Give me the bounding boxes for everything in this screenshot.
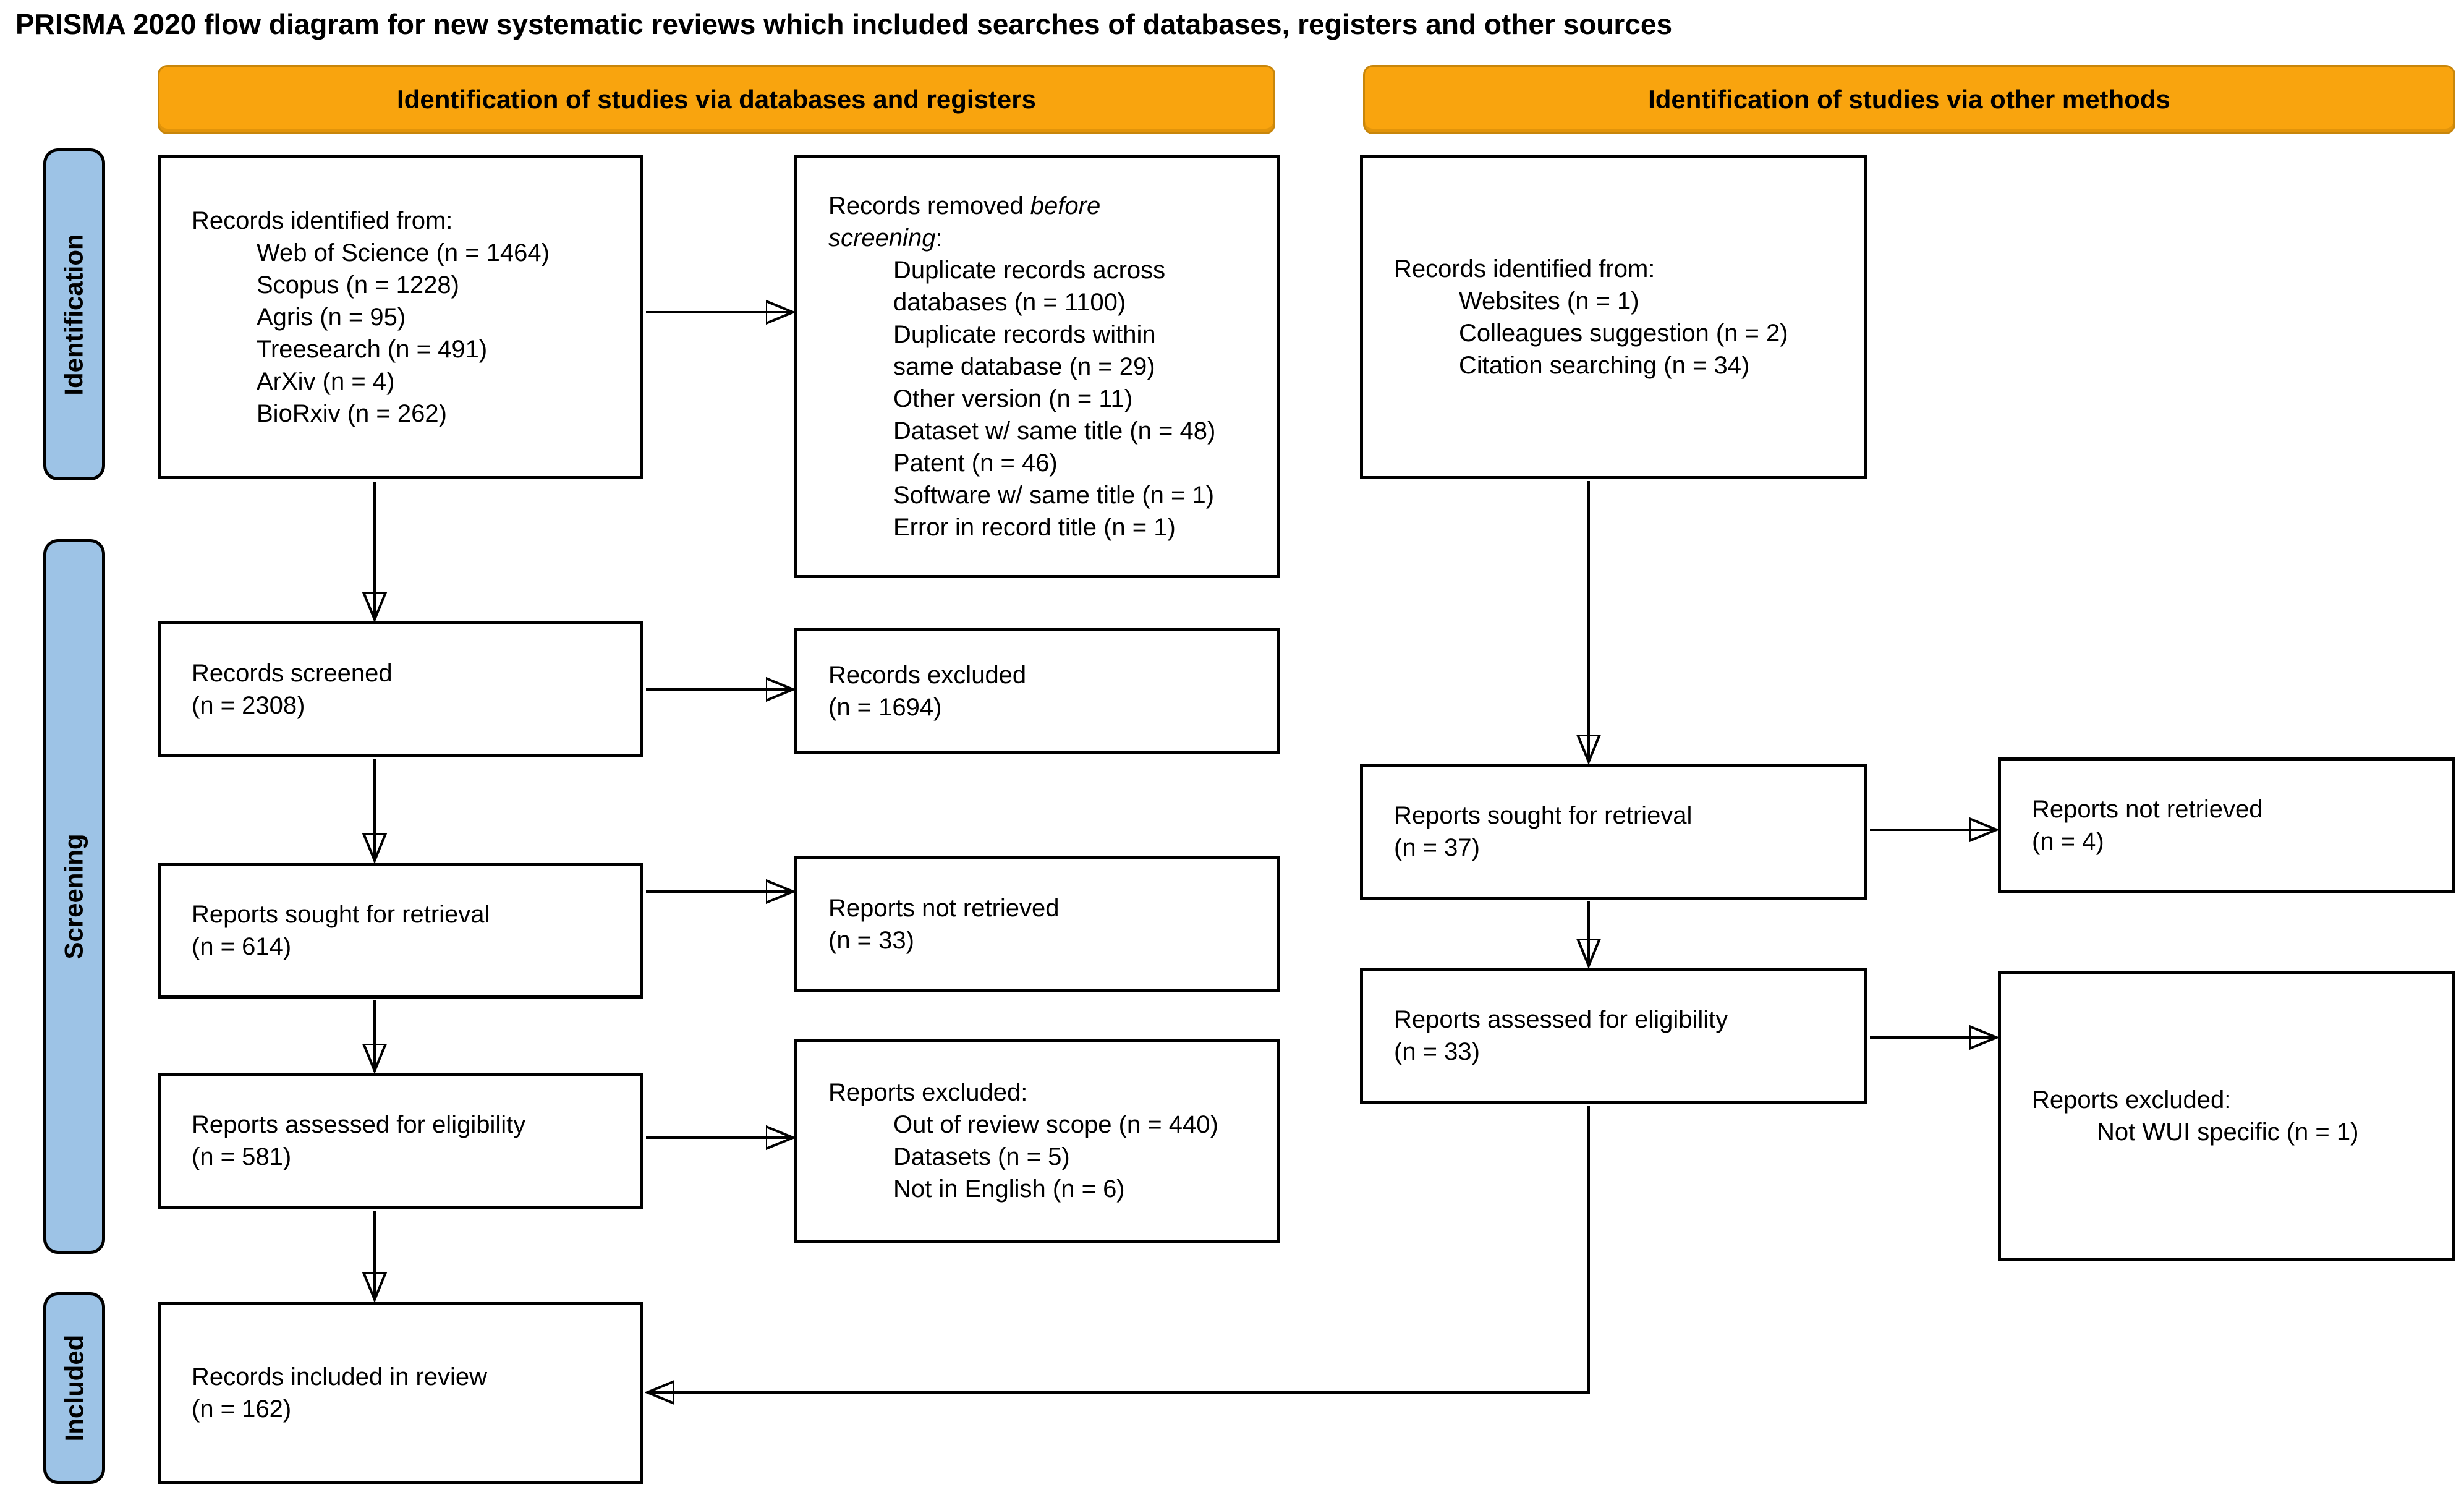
box-heading: Records identified from: (1394, 255, 1655, 283)
box-line: Reports assessed for eligibility (1394, 1006, 1728, 1033)
sidebar-included-label: Included (59, 1334, 88, 1442)
box-reports-not-retrieved-other: Reports not retrieved (n = 4) (1998, 757, 2455, 893)
sidebar-screening-label: Screening (59, 833, 89, 960)
box-heading: Records removed before (828, 192, 1101, 219)
box-line: Out of review scope (n = 440) (893, 1111, 1218, 1138)
box-line: Duplicate records across databases (n = … (893, 256, 1166, 316)
box-records-removed-before-screening: Records removed before screening: Duplic… (794, 155, 1280, 578)
box-line: Datasets (n = 5) (893, 1143, 1070, 1170)
box-line: Agris (n = 95) (257, 303, 406, 331)
box-line: Not in English (n = 6) (893, 1175, 1125, 1203)
box-count: (n = 614) (192, 933, 292, 960)
diagram-title: PRISMA 2020 flow diagram for new systema… (15, 8, 1673, 40)
box-line: Reports sought for retrieval (1394, 802, 1693, 829)
box-count: (n = 2308) (192, 692, 305, 719)
box-count: (n = 162) (192, 1395, 292, 1423)
box-reports-sought-retrieval-databases: Reports sought for retrieval (n = 614) (158, 863, 643, 999)
banner-identification-other-methods: Identification of studies via other meth… (1363, 65, 2455, 134)
box-records-excluded: Records excluded (n = 1694) (794, 628, 1280, 754)
box-line: ArXiv (n = 4) (257, 367, 395, 395)
box-line: Records excluded (828, 661, 1027, 689)
box-count: (n = 33) (828, 927, 914, 954)
box-count: (n = 37) (1394, 834, 1480, 861)
box-records-identified-databases: Records identified from: Web of Science … (158, 155, 643, 479)
box-line: Not WUI specific (n = 1) (2097, 1118, 2359, 1146)
sidebar-included: Included (43, 1292, 105, 1484)
box-line: Records screened (192, 660, 393, 687)
box-line: Colleagues suggestion (n = 2) (1459, 319, 1788, 347)
banner-identification-databases-label: Identification of studies via databases … (397, 85, 1036, 114)
box-line: Patent (n = 46) (893, 449, 1058, 477)
box-count: (n = 4) (2032, 828, 2104, 855)
sidebar-identification: Identification (43, 148, 105, 480)
box-line: Error in record title (n = 1) (893, 513, 1176, 541)
box-line: Reports not retrieved (2032, 796, 2263, 823)
box-line: Records included in review (192, 1363, 488, 1391)
box-line: Web of Science (n = 1464) (257, 239, 550, 266)
box-line: BioRxiv (n = 262) (257, 399, 447, 427)
box-line: Dataset w/ same title (n = 48) (893, 417, 1216, 445)
sidebar-screening: Screening (43, 539, 105, 1254)
banner-identification-databases: Identification of studies via databases … (158, 65, 1275, 134)
box-reports-not-retrieved-databases: Reports not retrieved (n = 33) (794, 856, 1280, 992)
box-line: Citation searching (n = 34) (1459, 351, 1750, 379)
box-line: Websites (n = 1) (1459, 287, 1639, 315)
banner-identification-other-methods-label: Identification of studies via other meth… (1648, 85, 2170, 114)
box-line: Treesearch (n = 491) (257, 335, 488, 363)
sidebar-identification-label: Identification (59, 233, 88, 396)
box-line: Reports not retrieved (828, 895, 1060, 922)
box-count: (n = 1694) (828, 693, 942, 721)
box-reports-excluded-databases: Reports excluded: Out of review scope (n… (794, 1039, 1280, 1243)
box-records-identified-other-methods: Records identified from: Websites (n = 1… (1360, 155, 1867, 479)
box-records-included-in-review: Records included in review (n = 162) (158, 1302, 643, 1484)
box-line: Other version (n = 11) (893, 385, 1133, 412)
box-heading: Reports excluded: (828, 1079, 1028, 1106)
box-heading: Reports excluded: (2032, 1086, 2232, 1114)
box-count: (n = 33) (1394, 1038, 1480, 1065)
box-line: Software w/ same title (n = 1) (893, 481, 1215, 509)
box-reports-sought-retrieval-other: Reports sought for retrieval (n = 37) (1360, 764, 1867, 900)
box-line: Scopus (n = 1228) (257, 271, 459, 299)
box-heading: Records identified from: (192, 207, 453, 234)
box-reports-assessed-eligibility-other: Reports assessed for eligibility (n = 33… (1360, 968, 1867, 1104)
box-count: (n = 581) (192, 1143, 292, 1170)
box-reports-excluded-other: Reports excluded: Not WUI specific (n = … (1998, 971, 2455, 1261)
box-heading-line2: screening: (828, 224, 943, 252)
box-line: Duplicate records within same database (… (893, 320, 1156, 380)
box-line: Reports assessed for eligibility (192, 1111, 526, 1138)
box-reports-assessed-eligibility-databases: Reports assessed for eligibility (n = 58… (158, 1073, 643, 1209)
box-line: Reports sought for retrieval (192, 901, 490, 928)
box-records-screened: Records screened (n = 2308) (158, 621, 643, 757)
